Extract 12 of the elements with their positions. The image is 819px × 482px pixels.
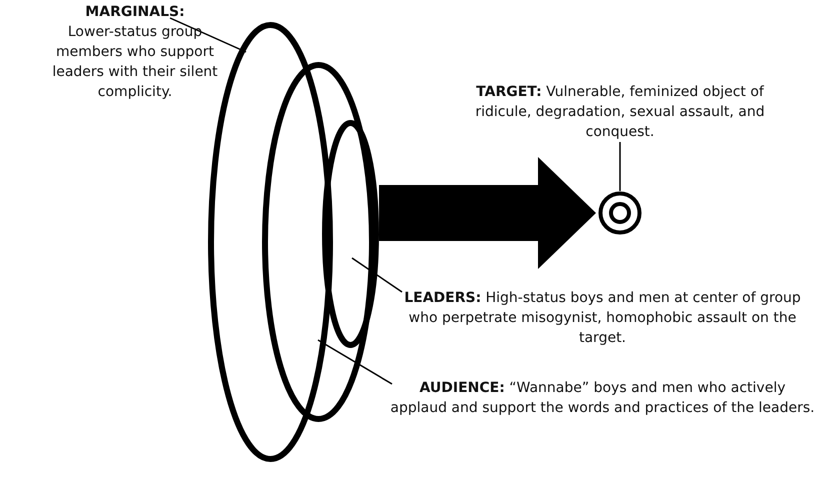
audience-description: AUDIENCE: “Wannabe” boys and men who actively applaud and support the words and practices of the leaders.: [390, 378, 815, 418]
leaders-description: LEADERS: High-status boys and men at center of group who perpetrate misogynist, homophobic assault on the target.: [390, 288, 815, 348]
leader-line: [352, 257, 402, 293]
middle-ellipse: [262, 62, 375, 422]
description: Lower-status group members who support leaders with their silent complicity.: [51, 23, 219, 102]
leader-line: [619, 142, 621, 191]
leader-line: [170, 17, 246, 53]
inner-ellipse: [322, 120, 379, 348]
target-description: TARGET: Vulnerable, feminized object of ridicule, degradation, sexual assault, and conquest.: [470, 82, 770, 142]
leader-line: [318, 339, 392, 385]
heading: MARGINALS:: [84, 3, 186, 22]
target-circle: [598, 191, 642, 235]
